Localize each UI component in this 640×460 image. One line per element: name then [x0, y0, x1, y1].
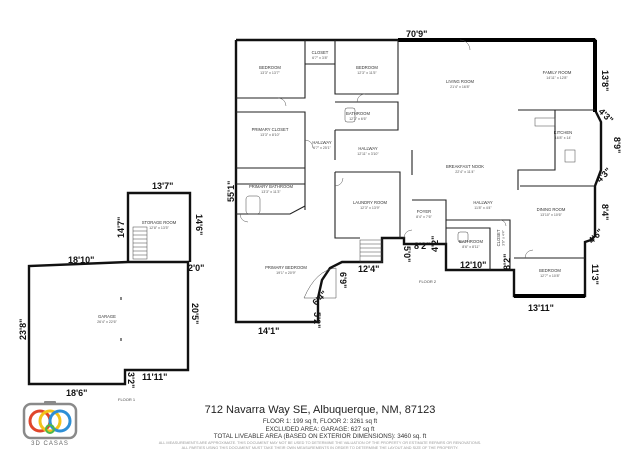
- room-name: KITCHEN: [554, 130, 572, 135]
- room-name: BEDROOM: [259, 65, 281, 70]
- floor-label: FLOOR 1: [118, 397, 136, 402]
- room-dims: 13'10" x 10'6": [540, 213, 562, 217]
- dimension-label: 70'9": [406, 29, 427, 39]
- room-dims: 22'4" x 11'4": [455, 170, 475, 174]
- room-dims: 12'11" x 3'10": [357, 152, 379, 156]
- room-dims: 3'6" x 4'4": [502, 229, 506, 245]
- property-address: 712 Navarra Way SE, Albuquerque, NM, 871…: [204, 404, 436, 416]
- room-dims: 13'3" x 8'10": [260, 133, 280, 137]
- room-dims: 13'3" x 13'7": [260, 71, 280, 75]
- kitchen-island: [534, 117, 556, 127]
- room-name: LAUNDRY ROOM: [353, 200, 388, 205]
- dimension-label: 11'3": [590, 264, 600, 285]
- dimension-label: 11'11": [142, 372, 167, 382]
- logo-text: 3D CASAS: [31, 441, 69, 447]
- dimension-labels: 70'9" 13'8" 4'3" 8'9" 4'3" 8'4" 4'6" 11'…: [18, 29, 622, 398]
- room-name: BATHROOM: [346, 111, 370, 116]
- dimension-label: 12'4": [358, 264, 379, 274]
- dimension-label: 8'4": [600, 204, 610, 220]
- room-name: FAMILY ROOM: [543, 70, 572, 75]
- room-dims: 14'11" x 12'8": [546, 76, 568, 80]
- house-exterior-wall: [234, 38, 603, 324]
- room-name: STORAGE ROOM: [142, 220, 177, 225]
- storage-stairs: [132, 226, 148, 260]
- disclaimer-line: ALL MEASUREMENTS ARE APPROXIMATE. THIS D…: [158, 441, 482, 445]
- dimension-label: 23'8": [18, 319, 28, 340]
- storage-wall: [126, 191, 192, 262]
- room-name: PRIMARY BEDROOM: [265, 265, 307, 270]
- room-name: HALLWAY: [358, 146, 377, 151]
- dimension-label: 14'6": [194, 214, 204, 235]
- dimension-label: 5'2": [312, 312, 322, 328]
- excluded-area: EXCLUDED AREA: GARAGE: 627 sq ft: [265, 425, 375, 433]
- room-dims: 21'4" x 16'8": [450, 85, 470, 89]
- room-dims: 12'3" x 13'9": [360, 206, 380, 210]
- room-name: BEDROOM: [539, 268, 561, 273]
- floor-1-plan: [27, 191, 192, 386]
- dimension-label: 4'6": [586, 227, 605, 246]
- room-dims: 12'3" x 11'5": [357, 71, 377, 75]
- door-swings: [239, 39, 534, 259]
- room-dims: 12'7" x 10'8": [540, 274, 560, 278]
- interior-walls: [236, 40, 595, 270]
- dimension-label: 12'10": [460, 260, 486, 270]
- room-name: BREAKFAST NOOK: [446, 164, 484, 169]
- floor-2-plan: [234, 38, 603, 324]
- room-labels: BEDROOM 13'3" x 13'7" CLOSET 6'7" x 3'8"…: [97, 50, 572, 324]
- dimension-label: 6'4": [310, 289, 329, 308]
- dimension-label: 14'7": [116, 217, 126, 238]
- dimension-label: 8'2": [502, 254, 512, 270]
- 3d-casas-logo-icon: [22, 401, 78, 440]
- dimension-label: 13'7": [152, 181, 173, 191]
- room-dims: 19'1" x 20'9": [276, 271, 296, 275]
- room-name: PRIMARY BATHROOM: [249, 184, 293, 189]
- floor-label: FLOOR 2: [419, 279, 437, 284]
- dimension-label: 20'5": [190, 303, 200, 324]
- dimension-label: 13'8": [600, 70, 610, 91]
- room-dims: 8'4" x 7'6": [416, 215, 432, 219]
- room-name: PRIMARY CLOSET: [252, 127, 289, 132]
- dimension-label: 13'11": [528, 303, 554, 313]
- room-name: HALLWAY: [473, 200, 492, 205]
- dimension-label: 55'1": [226, 181, 236, 202]
- room-name: BEDROOM: [356, 65, 378, 70]
- dimension-label: 6'9": [338, 272, 348, 288]
- disclaimer-line: ALL PARTIES USING THIS DOCUMENT MUST TAK…: [181, 446, 459, 450]
- room-dims: 6'7" x 25'1": [313, 146, 331, 150]
- dimension-label: 3'2": [126, 372, 136, 388]
- total-area: TOTAL LIVEABLE AREA (BASED ON EXTERIOR D…: [213, 433, 427, 440]
- main-stairs: [359, 239, 383, 263]
- fixtures: [245, 107, 576, 299]
- room-dims: 8'6" x 8'11": [462, 245, 480, 249]
- room-dims: 6'7" x 3'8": [312, 56, 328, 60]
- room-dims: 26'4" x 22'6": [97, 320, 117, 324]
- dimension-label: 18'10": [68, 255, 94, 265]
- dimension-label: 8'2": [414, 241, 430, 251]
- room-dims: 13'3" x 11'3": [261, 190, 281, 194]
- room-dims: 12'8" x 13'5": [149, 226, 169, 230]
- room-name: FOYER: [417, 209, 431, 214]
- room-name: LIVING ROOM: [446, 79, 474, 84]
- dimension-label: 18'6": [66, 388, 87, 398]
- garage-wall: [27, 260, 190, 386]
- dimension-label: 14'1": [258, 326, 279, 336]
- room-dims: 11'8" x 4'4": [474, 206, 492, 210]
- dimension-label: 4'3": [597, 106, 616, 125]
- room-dims: 16'8" x 14': [555, 136, 572, 140]
- room-name: DINING ROOM: [537, 207, 566, 212]
- room-name: CLOSET: [496, 229, 501, 246]
- dimension-label: 4'2": [430, 236, 440, 252]
- floor-areas: FLOOR 1: 199 sq ft, FLOOR 2: 3261 sq ft: [262, 418, 378, 425]
- room-name: HALLWAY: [312, 140, 331, 145]
- room-name: BATHROOM: [459, 239, 483, 244]
- dimension-label: 5'0": [402, 246, 412, 262]
- dimension-label: 8'9": [612, 137, 622, 153]
- room-dims: 12'3" x 6'6": [349, 117, 367, 121]
- room-name: CLOSET: [312, 50, 329, 55]
- dimension-label: 2'0": [188, 263, 204, 273]
- room-name: GARAGE: [98, 314, 116, 319]
